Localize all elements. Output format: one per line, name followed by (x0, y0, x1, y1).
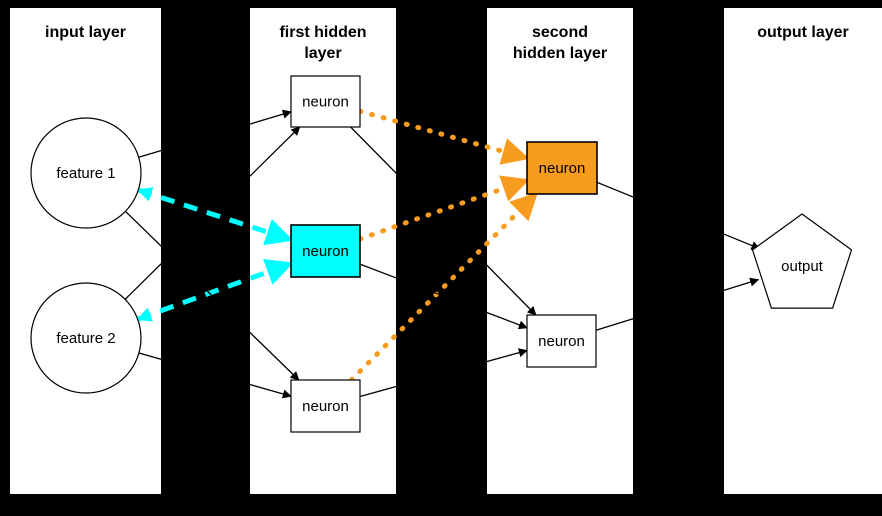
edge-layer (124, 108, 761, 399)
layer-title-second-hidden: second hidden layer (512, 24, 608, 62)
layer-title-first-hidden: first hidden layer (279, 24, 367, 62)
layer-panel-output: output layer (724, 8, 882, 494)
layer-panel-second-hidden: second hidden layer (487, 8, 633, 494)
layer-title-output: output layer (757, 24, 849, 41)
layer-title-input: input layer (45, 24, 126, 41)
layer-panel-first-hidden: first hidden layer (250, 8, 396, 494)
layer-panel-input: input layer (10, 8, 161, 494)
